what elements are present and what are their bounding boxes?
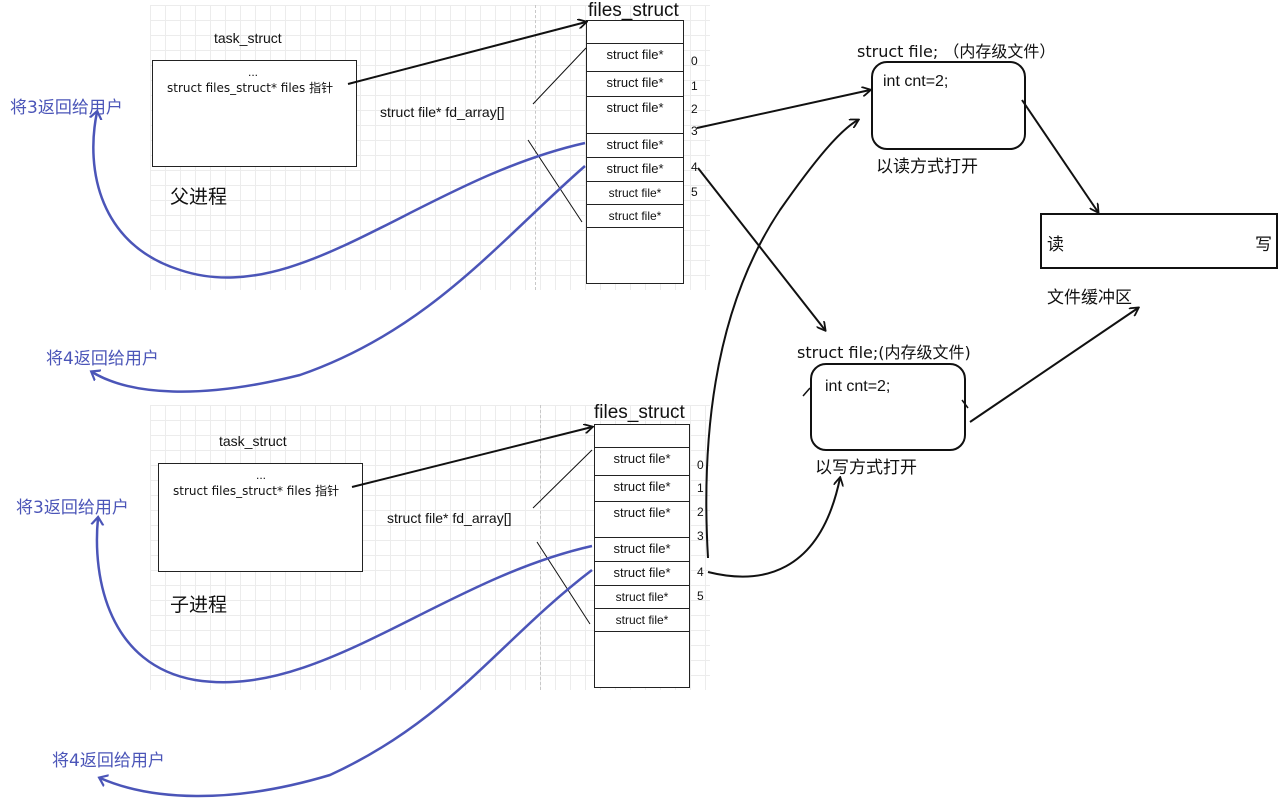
write-box-hook-left bbox=[802, 387, 811, 397]
child-index-3: 3 bbox=[697, 529, 704, 543]
parent-task-struct-box: ... struct files_struct* files 指针 bbox=[152, 60, 357, 167]
child-index-5: 5 bbox=[697, 589, 704, 603]
child-fd-cell-2: struct file* bbox=[595, 501, 689, 524]
parent-return4-arrow bbox=[92, 165, 586, 393]
parent-fd-slash bbox=[527, 139, 583, 223]
parent-index-0: 0 bbox=[691, 54, 698, 68]
read-file-content: int cnt=2; bbox=[883, 73, 949, 90]
child-process-label: 子进程 bbox=[170, 594, 228, 616]
parent-files-struct-box: struct file* struct file* struct file* s… bbox=[586, 20, 684, 284]
child-return3-arrow bbox=[97, 518, 593, 684]
child-index-2: 2 bbox=[697, 505, 704, 519]
parent-files-struct-title: files_struct bbox=[588, 0, 679, 21]
parent-fd-array-label: struct file* fd_array[] bbox=[380, 104, 505, 120]
parent-dashed-divider bbox=[535, 5, 536, 290]
parent-fd3-to-read-arrow bbox=[696, 90, 870, 129]
write-file-box: int cnt=2; bbox=[810, 363, 966, 451]
child-fd-cell-0: struct file* bbox=[595, 447, 689, 470]
read-file-title: struct file; （内存级文件） bbox=[857, 42, 1056, 61]
write-file-title: struct file;(内存级文件) bbox=[797, 343, 971, 362]
buffer-read-label: 读 bbox=[1047, 235, 1064, 255]
parent-index-2: 2 bbox=[691, 102, 698, 116]
parent-fd-cell-3: struct file* bbox=[587, 133, 683, 156]
child-files-pointer-arrow bbox=[351, 427, 592, 488]
parent-return3-arrow bbox=[93, 112, 586, 279]
parent-fd-cell-2: struct file* bbox=[587, 96, 683, 119]
parent-fd-cell-5: struct file* bbox=[587, 181, 683, 204]
parent-fd4-to-write-arrow bbox=[697, 167, 825, 330]
child-return3-label: 将3返回给用户 bbox=[16, 498, 129, 518]
child-fd-array-leader bbox=[532, 449, 593, 509]
child-fd-cell-3: struct file* bbox=[595, 537, 689, 560]
parent-fd-cell-1: struct file* bbox=[587, 71, 683, 94]
child-task-struct-box: ... struct files_struct* files 指针 bbox=[158, 463, 363, 572]
child-fd-cell-1: struct file* bbox=[595, 475, 689, 498]
parent-index-1: 1 bbox=[691, 79, 698, 93]
child-ellipsis: ... bbox=[256, 468, 267, 482]
parent-files-pointer-arrow bbox=[347, 22, 586, 85]
child-return4-arrow bbox=[100, 569, 593, 798]
child-fd-cell-6: struct file* bbox=[595, 608, 689, 631]
parent-fd-cell-4: struct file* bbox=[587, 157, 683, 180]
child-index-0: 0 bbox=[697, 458, 704, 472]
child-files-struct-box: struct file* struct file* struct file* s… bbox=[594, 424, 690, 688]
buffer-write-label: 写 bbox=[1255, 235, 1272, 255]
parent-fd-cell-6: struct file* bbox=[587, 204, 683, 227]
child-files-struct-title: files_struct bbox=[594, 402, 685, 423]
write-file-to-buffer-arrow bbox=[969, 308, 1138, 423]
parent-index-3: 3 bbox=[691, 124, 698, 138]
parent-process-label: 父进程 bbox=[170, 186, 228, 208]
child-fd-array-label: struct file* fd_array[] bbox=[387, 510, 512, 526]
child-fd-cell-5: struct file* bbox=[595, 585, 689, 608]
write-box-hook-right bbox=[961, 399, 969, 409]
child-task-struct-label: task_struct bbox=[219, 433, 287, 449]
parent-return4-label: 将4返回给用户 bbox=[46, 349, 159, 369]
child-fd4-to-write-arrow bbox=[707, 478, 840, 578]
parent-index-5: 5 bbox=[691, 185, 698, 199]
child-files-field: struct files_struct* files 指针 bbox=[173, 484, 340, 498]
file-buffer-label: 文件缓冲区 bbox=[1047, 288, 1132, 308]
child-fd-slash bbox=[536, 541, 591, 625]
parent-files-field: struct files_struct* files 指针 bbox=[167, 81, 334, 95]
child-index-1: 1 bbox=[697, 481, 704, 495]
write-mode-label: 以写方式打开 bbox=[815, 458, 917, 478]
write-file-content: int cnt=2; bbox=[825, 378, 891, 395]
child-fd3-to-read-arrow bbox=[705, 120, 858, 559]
read-file-to-buffer-arrow bbox=[1021, 99, 1098, 212]
child-return4-label: 将4返回给用户 bbox=[52, 751, 165, 771]
child-index-4: 4 bbox=[697, 565, 704, 579]
parent-ellipsis: ... bbox=[248, 65, 259, 79]
child-fd-cell-end bbox=[595, 631, 689, 632]
parent-fd-array-leader bbox=[532, 47, 587, 105]
parent-fd-cell-0: struct file* bbox=[587, 43, 683, 66]
file-buffer-box: 读 写 bbox=[1040, 213, 1278, 269]
child-fd-cell-4: struct file* bbox=[595, 561, 689, 584]
parent-task-struct-label: task_struct bbox=[214, 30, 282, 46]
read-mode-label: 以读方式打开 bbox=[876, 157, 978, 177]
parent-index-4: 4 bbox=[691, 160, 698, 174]
parent-fd-cell-end bbox=[587, 227, 683, 228]
